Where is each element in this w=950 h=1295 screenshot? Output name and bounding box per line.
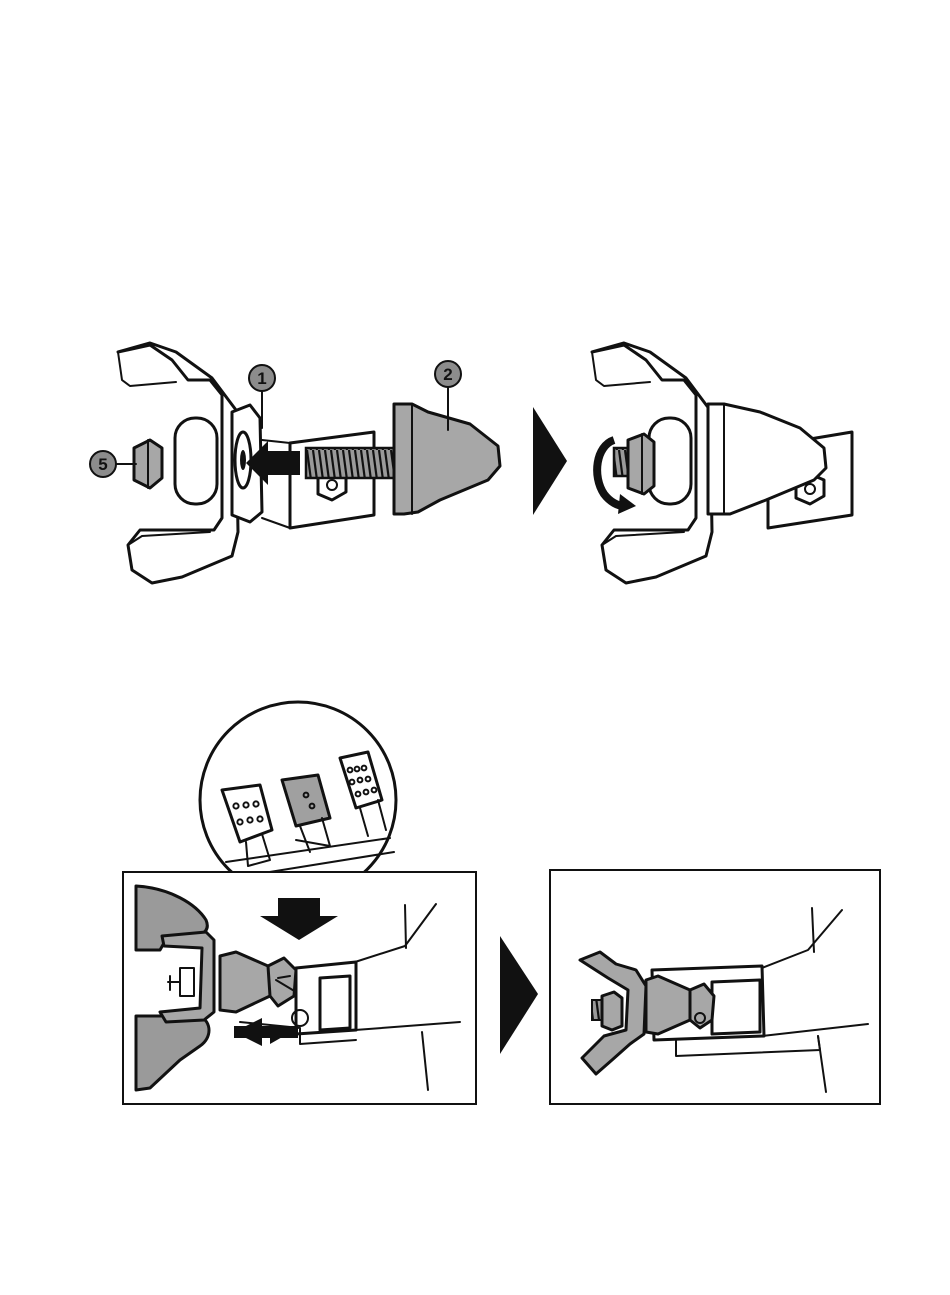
callout-1-label: 1 [257, 369, 266, 388]
step2-bracket-assembled [592, 343, 852, 583]
callout-2-label: 2 [443, 365, 452, 384]
step1-bracket-assembly: 5 1 2 [90, 343, 500, 583]
clamp-cylinder [175, 418, 217, 504]
callout-5-label: 5 [98, 455, 107, 474]
threaded-rod [306, 448, 394, 478]
step3-fit-to-pedals [123, 702, 476, 1104]
right-triangle-arrow-icon-2 [500, 936, 538, 1054]
pedal-zoom-circle [200, 702, 396, 898]
right-triangle-arrow-icon [533, 407, 567, 515]
step4-mounted [550, 870, 880, 1104]
